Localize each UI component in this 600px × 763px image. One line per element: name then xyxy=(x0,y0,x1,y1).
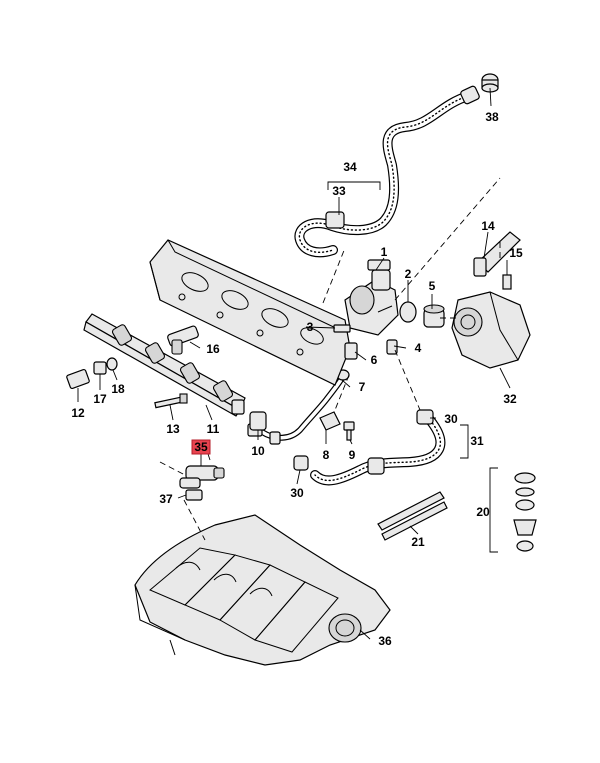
callout-7: 7 xyxy=(359,380,366,394)
callout-20: 20 xyxy=(476,505,490,519)
callout-30-upper: 30 xyxy=(444,412,458,426)
callout-4: 4 xyxy=(415,341,422,355)
part-4-fitting xyxy=(386,339,398,355)
callout-3: 3 xyxy=(307,320,314,334)
callout-36: 36 xyxy=(378,634,392,648)
callout-9: 9 xyxy=(349,448,356,462)
part-37-clip xyxy=(185,489,203,501)
callout-12: 12 xyxy=(71,406,85,420)
callout-21: 21 xyxy=(411,535,425,549)
part-12-sensor xyxy=(66,368,90,390)
callout-34: 34 xyxy=(343,160,357,174)
part-15-bolt xyxy=(502,274,512,290)
callout-15: 15 xyxy=(509,246,523,260)
part-6-fitting xyxy=(344,342,358,360)
part-5-sleeve xyxy=(423,304,445,328)
callout-17: 17 xyxy=(93,392,107,406)
callout-35: 35 xyxy=(194,440,208,454)
callout-1: 1 xyxy=(381,245,388,259)
part-35-injector xyxy=(179,465,225,489)
callout-33: 33 xyxy=(332,184,346,198)
callout-6: 6 xyxy=(371,353,378,367)
callout-16: 16 xyxy=(206,342,220,356)
part-32-vacuum-pump xyxy=(451,291,531,369)
callout-35-highlight xyxy=(191,439,211,455)
callout-37: 37 xyxy=(159,492,173,506)
callout-labels: 1 2 3 4 5 6 7 8 9 10 11 12 13 14 15 16 1… xyxy=(71,110,523,648)
part-13-bolt xyxy=(154,393,188,409)
callout-18: 18 xyxy=(111,382,125,396)
part-9-bolt xyxy=(343,421,355,441)
part-17-nut xyxy=(93,361,107,375)
fuel-hose-lower xyxy=(293,409,446,486)
callout-2: 2 xyxy=(405,267,412,281)
part-38-cap xyxy=(481,73,499,93)
callout-31: 31 xyxy=(470,434,484,448)
callout-5: 5 xyxy=(429,279,436,293)
part-20-seal-kit xyxy=(513,472,537,552)
fuel-hose-upper xyxy=(294,85,480,258)
callout-30-lower: 30 xyxy=(290,486,304,500)
callout-14: 14 xyxy=(481,219,495,233)
part-8-clip xyxy=(319,411,341,431)
fuel-rail-11 xyxy=(83,313,246,417)
callout-8: 8 xyxy=(323,448,330,462)
callout-32: 32 xyxy=(503,392,517,406)
part-1-high-pressure-pump xyxy=(344,259,399,336)
part-16-injector xyxy=(167,325,199,355)
part-10-fitting xyxy=(249,411,267,431)
callout-11: 11 xyxy=(207,422,220,436)
part-2-o-ring xyxy=(399,301,417,323)
callout-10: 10 xyxy=(251,444,265,458)
callout-13: 13 xyxy=(166,422,180,436)
part-18-seal xyxy=(106,357,118,371)
part-14-bracket xyxy=(473,231,521,277)
part-21-fuel-line xyxy=(377,491,448,541)
part-3-bolt xyxy=(333,324,351,333)
part-36-intake-manifold xyxy=(134,514,391,666)
callout-38: 38 xyxy=(485,110,499,124)
